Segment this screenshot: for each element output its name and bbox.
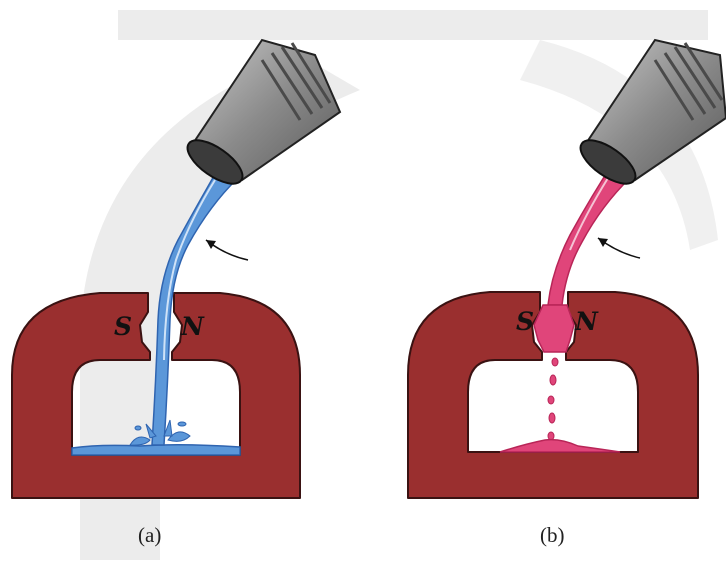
caption-b: (b)	[540, 523, 565, 547]
liquid-in-gap-b	[534, 305, 574, 352]
flow-arrowhead-b	[598, 238, 608, 247]
liquid-pool-b	[500, 440, 620, 452]
flow-arrowhead-a	[206, 240, 216, 249]
liquid-pool-a	[72, 445, 240, 455]
splash-droplet	[135, 426, 141, 430]
drip	[548, 396, 554, 404]
drip	[548, 432, 554, 440]
pole-label-n-a: N	[180, 312, 205, 341]
drip	[549, 413, 555, 423]
caption-a: (a)	[138, 523, 161, 547]
drip	[550, 375, 556, 385]
pole-label-s-a: S	[114, 312, 132, 341]
splash-droplet	[178, 422, 186, 426]
watermark-bar	[118, 10, 708, 40]
drips-b	[548, 358, 558, 440]
pole-label-n-b: N	[574, 307, 599, 336]
panel-b: S N (b)	[408, 40, 726, 547]
panel-a: S N (a)	[12, 40, 340, 547]
pole-label-s-b: S	[516, 307, 534, 336]
drip	[552, 358, 558, 366]
